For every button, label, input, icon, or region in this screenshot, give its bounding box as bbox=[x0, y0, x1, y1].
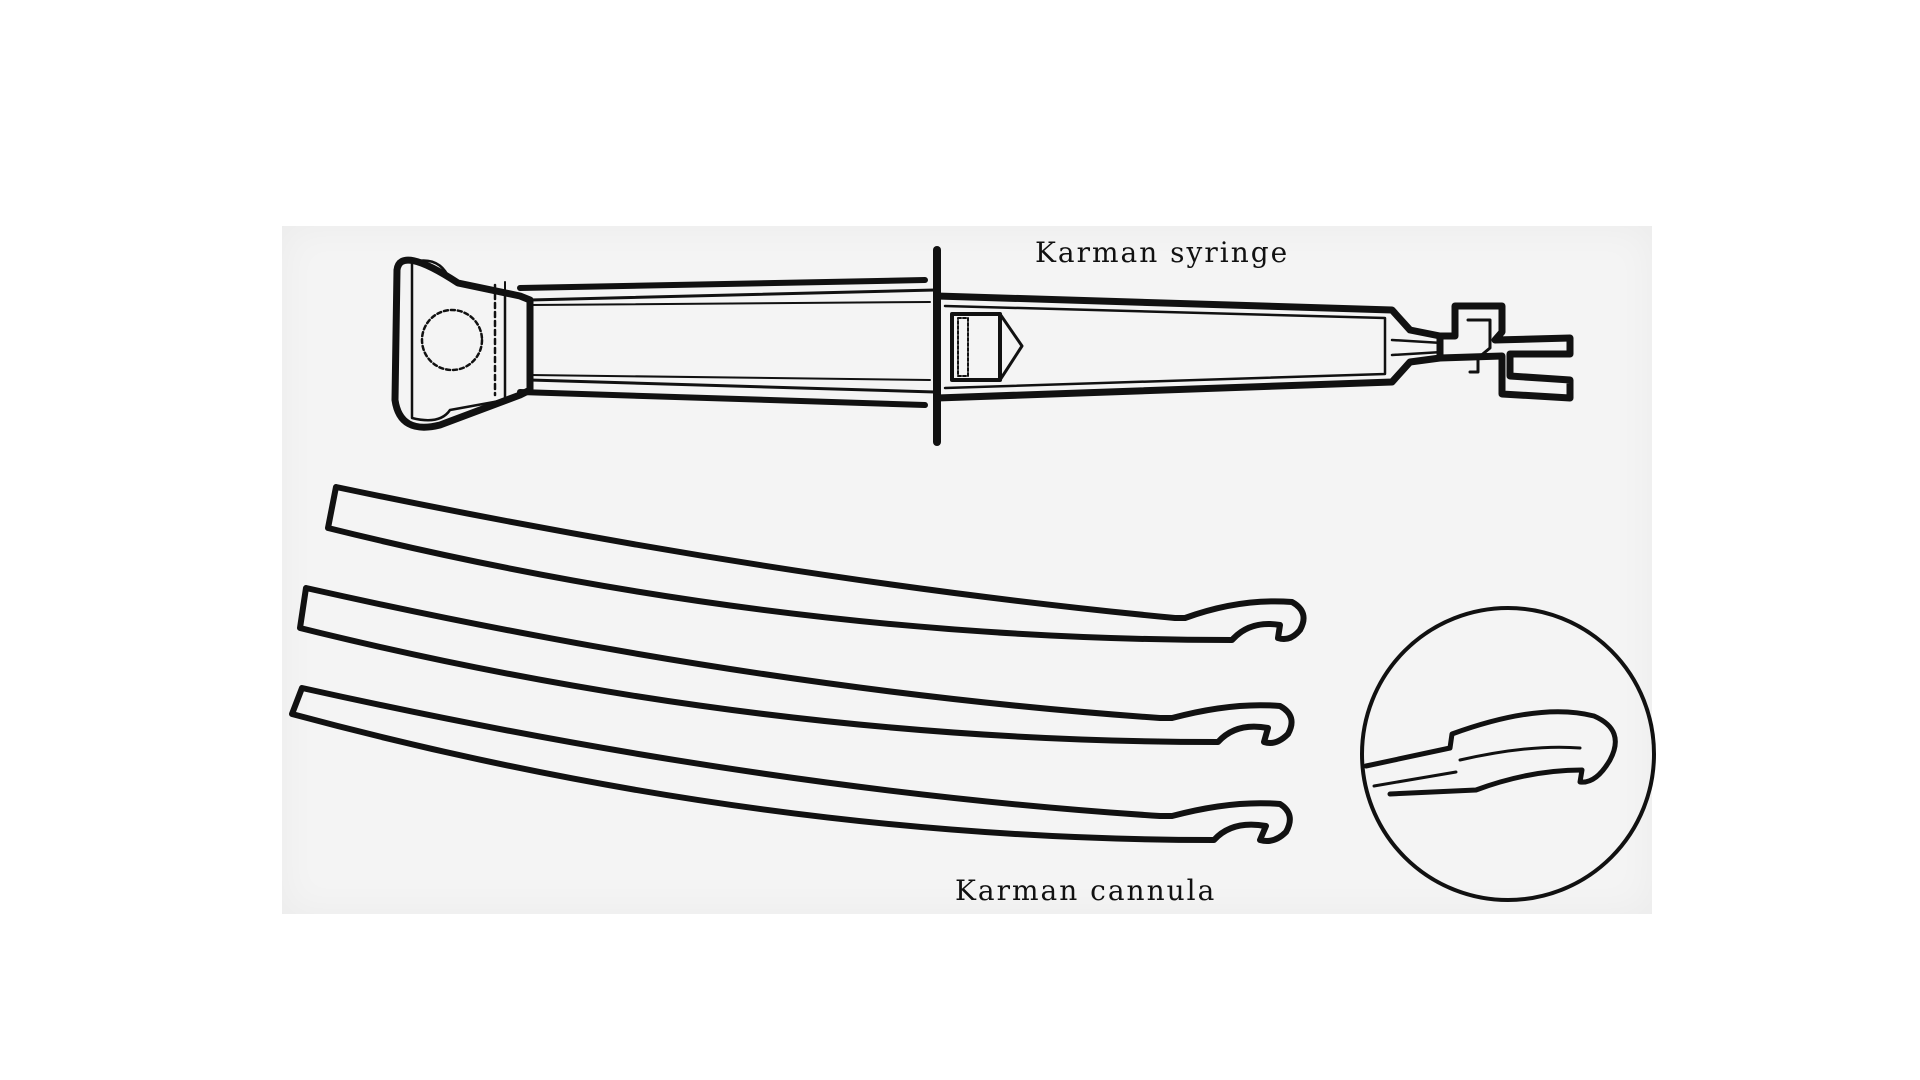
syringe-label: Karman syringe bbox=[1035, 236, 1290, 269]
karman-cannula-3 bbox=[289, 685, 1293, 844]
syringe-plunger-rod bbox=[528, 288, 937, 394]
cannula-tip-detail bbox=[1360, 606, 1656, 902]
syringe-barrel bbox=[933, 292, 1444, 402]
syringe-nozzle bbox=[1390, 338, 1444, 357]
syringe-plunger-cone bbox=[998, 312, 1024, 382]
syringe-plunger-handle bbox=[391, 256, 534, 431]
karman-cannula-2 bbox=[297, 585, 1295, 746]
syringe-valve bbox=[1436, 302, 1574, 402]
syringe-handle-circle bbox=[420, 308, 484, 372]
cannula-label: Karman cannula bbox=[955, 874, 1217, 907]
karman-syringe bbox=[391, 246, 1574, 446]
syringe-plunger-seal bbox=[950, 312, 1002, 382]
karman-cannula-1 bbox=[325, 484, 1307, 643]
syringe-handle-inner bbox=[410, 259, 507, 422]
